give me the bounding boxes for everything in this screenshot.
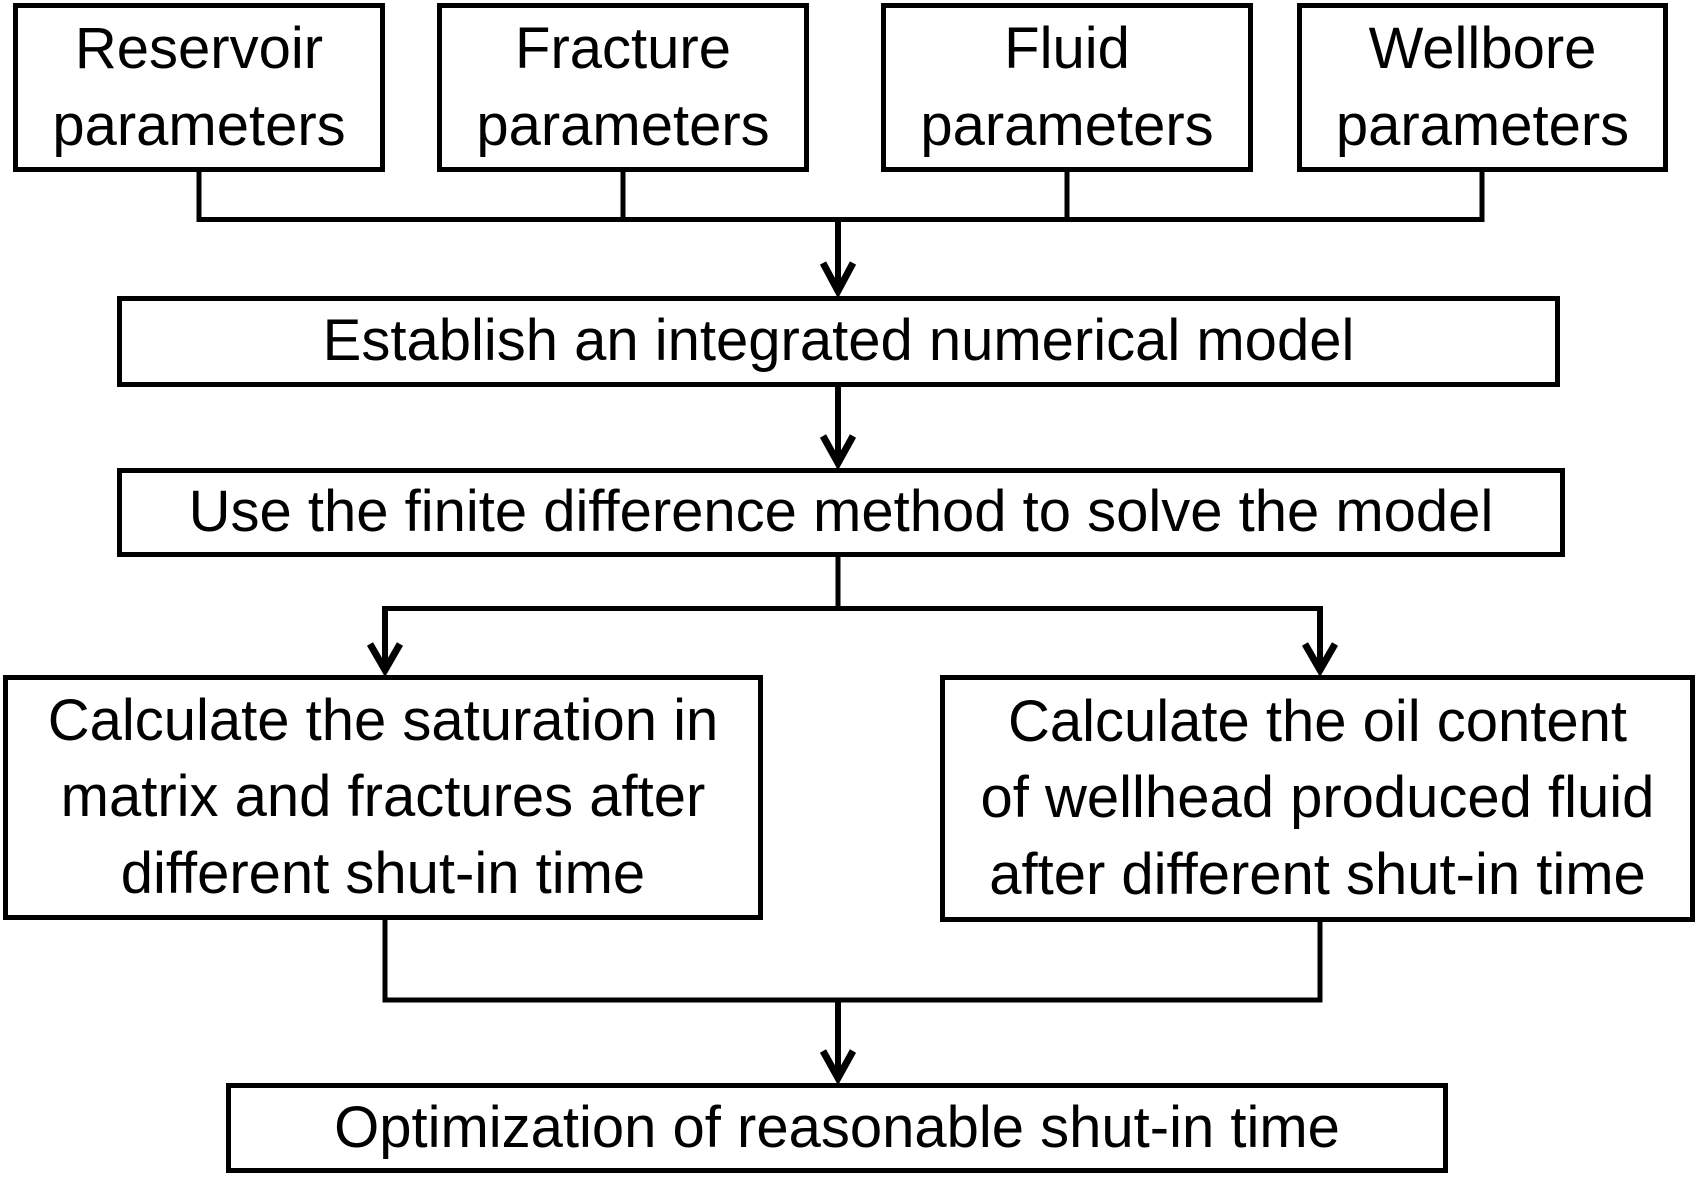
arrow-to-establish-head (819, 261, 857, 299)
node-label-line: parameters (920, 92, 1214, 158)
node-label-line: Fracture (515, 15, 731, 81)
node-label-line: matrix and fractures after (60, 764, 706, 830)
node-reservoir-parameters: Reservoir parameters (13, 3, 385, 172)
node-label-line: Reservoir (74, 15, 324, 81)
node-label-line: parameters (1335, 92, 1630, 158)
arrow-to-optimize-head (819, 1049, 857, 1086)
node-label-line: parameters (52, 92, 346, 158)
arrow-to-calc-oil-head (1301, 642, 1339, 678)
node-label-line: of wellhead produced fluid (980, 765, 1655, 831)
node-fracture-parameters: Fracture parameters (437, 3, 809, 172)
node-label-line: Calculate the oil content (1007, 688, 1628, 754)
node-establish-model: Establish an integrated numerical model (117, 296, 1560, 387)
node-label-line: Wellbore (1368, 15, 1597, 81)
node-calculate-oil-content: Calculate the oil content of wellhead pr… (940, 675, 1695, 922)
node-label-line: Establish an integrated numerical model (322, 308, 1355, 374)
node-wellbore-parameters: Wellbore parameters (1297, 3, 1668, 172)
node-fluid-parameters: Fluid parameters (881, 3, 1253, 172)
node-label-line: parameters (476, 92, 770, 158)
node-optimization-shut-in-time: Optimization of reasonable shut-in time (226, 1083, 1448, 1173)
node-calculate-saturation: Calculate the saturation in matrix and f… (3, 675, 763, 920)
arrow-to-solve-head (819, 434, 857, 471)
node-label-line: Calculate the saturation in (47, 687, 719, 753)
node-label-line: Fluid (1004, 15, 1130, 81)
arrow-to-calc-saturation-head (366, 642, 404, 678)
node-label-line: different shut-in time (120, 840, 646, 906)
node-label-line: Optimization of reasonable shut-in time (334, 1094, 1340, 1160)
node-label-line: after different shut-in time (989, 841, 1646, 907)
node-solve-model: Use the finite difference method to solv… (117, 468, 1565, 557)
node-label-line: Use the finite difference method to solv… (188, 479, 1494, 545)
